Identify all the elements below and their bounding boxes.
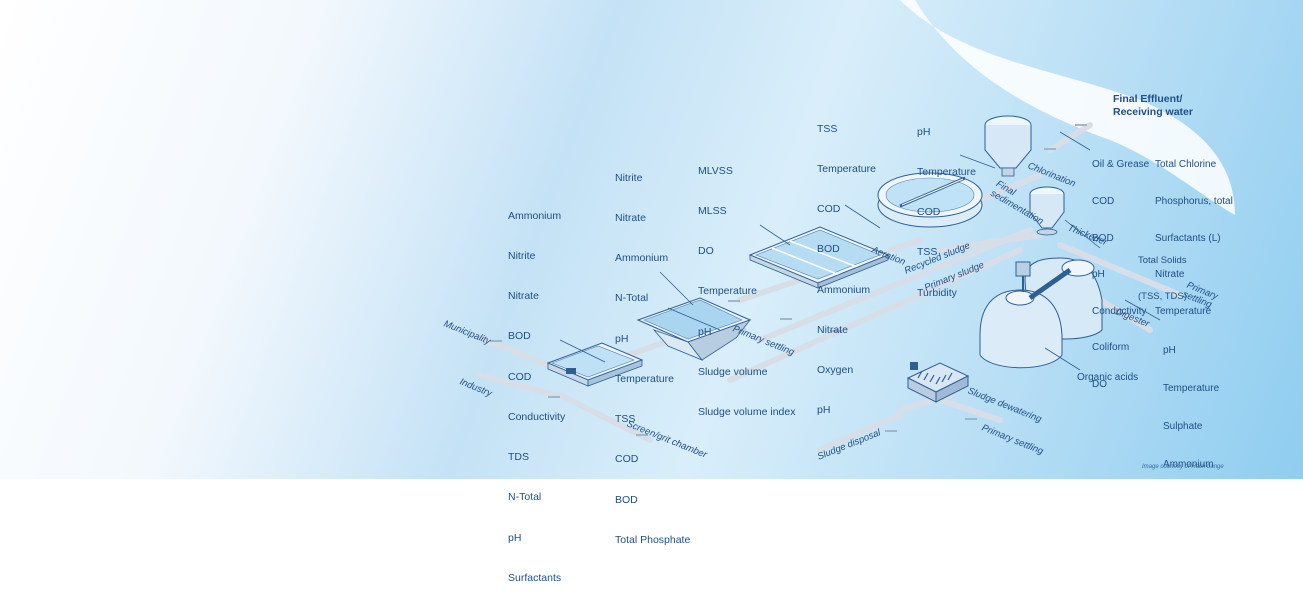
param-text: BOD <box>817 243 840 256</box>
param-text: Nitrate <box>508 290 539 303</box>
final-effluent-title-line1: Final Effluent/ <box>1113 93 1183 105</box>
param-text: Nitrate <box>817 323 848 336</box>
thickener-tank <box>1029 186 1065 236</box>
param-text: (TSS, TDS) <box>1138 291 1187 302</box>
param-text: Nitrate <box>1155 269 1185 281</box>
param-text: COD <box>615 453 639 466</box>
param-text: pH <box>698 325 712 338</box>
param-text: Temperature <box>817 163 876 176</box>
param-text: pH <box>508 531 522 544</box>
param-text: COD <box>917 206 941 219</box>
param-text: Ammonium <box>817 283 871 296</box>
final-sedimentation-tank <box>877 172 983 228</box>
param-text: BOD <box>508 330 531 343</box>
param-text: N-Total <box>508 491 542 504</box>
param-text: Conductivity <box>508 410 566 423</box>
param-text: TSS <box>917 246 938 259</box>
param-text: pH <box>615 332 629 345</box>
param-text: Phosphorus, total <box>1155 196 1233 208</box>
aeration-tank <box>748 226 890 289</box>
param-text: Coliform <box>1092 342 1130 354</box>
param-text: pH <box>917 125 931 138</box>
final-effluent-params-col1: Oil & Grease COD BOD pH Conductivity Col… <box>1092 135 1149 403</box>
param-text: Nitrate <box>615 212 646 225</box>
primary-settling-tank <box>636 297 752 361</box>
final-effluent-title-line2: Receiving water <box>1113 106 1193 118</box>
param-text: Ammonium <box>615 252 669 265</box>
param-text: Ammonium <box>1163 458 1214 470</box>
param-text: Nitrite <box>615 171 643 184</box>
screen-grit-chamber <box>546 342 644 387</box>
param-text: Sulphate <box>1163 420 1203 432</box>
param-text: MLSS <box>698 205 727 218</box>
param-text: Conductivity <box>1092 305 1147 317</box>
param-text: COD <box>1092 196 1115 208</box>
param-text: COD <box>817 203 841 216</box>
digester-tanks <box>979 257 1103 369</box>
param-text: Surfactants <box>508 571 562 584</box>
pipe-flow-marks <box>490 124 1087 436</box>
aeration-params-list: MLVSS MLSS DO Temperature pH Sludge volu… <box>698 138 795 433</box>
receiving-water-wave <box>900 0 1235 215</box>
background <box>0 0 1303 479</box>
param-text: BOD <box>1092 232 1114 244</box>
primary-params-list: Nitrite Nitrate Ammonium N-Total pH Temp… <box>615 145 690 561</box>
chlorination-tank <box>984 115 1032 177</box>
param-text: DO <box>1092 379 1107 391</box>
sedimentation-params-list: TSS Temperature COD BOD Ammonium Nitrate… <box>817 96 876 431</box>
param-text: Sludge volume <box>698 365 768 378</box>
thickener-params-list: Total Solids (TSS, TDS) <box>1138 231 1187 315</box>
param-text: Turbidity <box>917 286 957 299</box>
param-text: Total Phosphate <box>615 533 691 546</box>
param-text: pH <box>1092 269 1105 281</box>
param-text: Oxygen <box>817 364 854 377</box>
final-effluent-params-col2: Total Chlorine Phosphorus, total Surfact… <box>1155 135 1233 330</box>
leader-lines <box>559 131 1161 371</box>
param-text: TDS <box>508 451 529 464</box>
param-text: Surfactants (L) <box>1155 232 1221 244</box>
param-text: Sludge volume index <box>698 406 796 419</box>
param-text: N-Total <box>615 292 649 305</box>
final-effluent-title: Final Effluent/ Receiving water <box>1113 93 1193 119</box>
image-credit: Image courtesy of Hach Lange <box>1142 464 1224 470</box>
param-text: Temperature <box>1155 305 1212 317</box>
param-text: Oil & Grease <box>1092 159 1150 171</box>
param-text: MLVSS <box>698 164 733 177</box>
param-text: pH <box>1163 345 1176 357</box>
organic-acids-label: Organic acids <box>1077 372 1139 383</box>
param-text: Total Chlorine <box>1155 159 1217 171</box>
param-text: COD <box>508 370 532 383</box>
param-text: BOD <box>615 493 638 506</box>
digester-params-list: pH Temperature Sulphate Ammonium <box>1163 320 1219 484</box>
sludge-dewatering-unit <box>906 362 970 403</box>
param-text: Temperature <box>1163 382 1220 394</box>
param-text: Total Solids <box>1138 255 1187 266</box>
param-text: TSS <box>615 413 636 426</box>
param-text: Temperature <box>615 372 674 385</box>
param-text: TSS <box>817 122 838 135</box>
param-text: Ammonium <box>508 209 562 222</box>
param-text: Temperature <box>698 285 757 298</box>
param-text: Nitrite <box>508 250 536 263</box>
param-text: Temperature <box>917 166 976 179</box>
chlorination-params-list: pH Temperature COD TSS Turbidity <box>917 99 976 314</box>
screen-params-list: Ammonium Nitrite Nitrate BOD COD Conduct… <box>508 183 565 599</box>
param-text: pH <box>817 404 831 417</box>
process-diagram <box>477 0 1235 453</box>
param-text: DO <box>698 245 714 258</box>
